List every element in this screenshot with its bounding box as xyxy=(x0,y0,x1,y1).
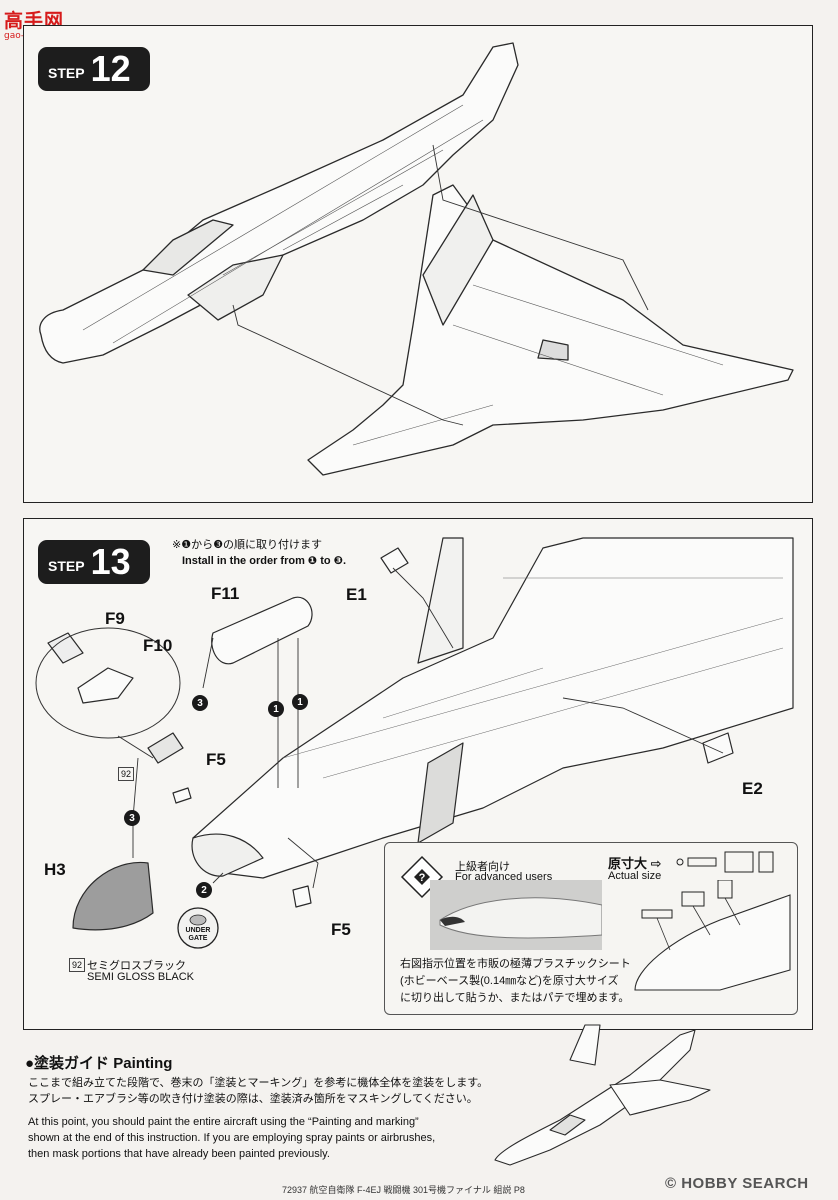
step13-number: 13 xyxy=(90,541,131,582)
order-mark: 1 xyxy=(292,694,308,710)
footer-text: 72937 航空自衛隊 F-4EJ 戦闘機 301号機ファイナル 組説 P8 xyxy=(282,1185,525,1195)
step13-illustration xyxy=(35,537,794,931)
advanced-text-line2: (ホビーベース製(0.14㎜など)を原寸大サイズ xyxy=(400,975,619,987)
part-label-f11: F11 xyxy=(211,584,240,603)
step13-note-en: Install in the order from ❶ to ❸. xyxy=(182,555,347,567)
actual-size-jp: 原寸大 ⇨ xyxy=(608,856,662,871)
step12-word: STEP xyxy=(48,65,85,81)
part-label-f5-bottom: F5 xyxy=(331,920,351,939)
order-mark: 2 xyxy=(196,882,212,898)
actual-size-shapes xyxy=(676,851,774,873)
color-code-92: 92 xyxy=(69,958,86,972)
part-label-h3: H3 xyxy=(44,860,66,879)
under-gate-line1: UNDER xyxy=(185,927,211,934)
actual-size-en: Actual size xyxy=(608,870,662,882)
part-label-e1: E1 xyxy=(346,585,367,604)
part-label-f9: F9 xyxy=(105,609,125,628)
under-gate-badge: UNDER GATE xyxy=(176,906,220,950)
advanced-text-line3: に切り出して貼うか、またはパテで埋めます。 xyxy=(400,992,630,1004)
order-mark: 3 xyxy=(124,810,140,826)
step12-illustration xyxy=(39,42,794,476)
nose-color-en: SEMI GLOSS BLACK xyxy=(87,971,194,983)
painting-en-line2: shown at the end of this instruction. If… xyxy=(28,1132,436,1144)
order-mark: 3 xyxy=(192,695,208,711)
painting-en-line3: then mask portions that have already bee… xyxy=(28,1148,330,1160)
nose-color-jp: セミグロスブラック xyxy=(87,960,186,972)
step13-badge: STEP 13 xyxy=(38,540,150,584)
painting-heading: ●塗装ガイド Painting xyxy=(25,1055,173,1072)
painting-jp-line2: スプレー・エアブラシ等の吹き付け塗装の際は、塗装済み箇所をマスキングしてください… xyxy=(28,1093,478,1105)
color-code-92: 92 xyxy=(118,767,135,781)
painting-en-line1: At this point, you should paint the enti… xyxy=(28,1116,419,1128)
part-label-f5-top: F5 xyxy=(206,750,226,769)
part-label-e2: E2 xyxy=(742,779,763,798)
part-label-f10: F10 xyxy=(143,636,173,655)
step13-note-jp: ※❶から❸の順に取り付けます xyxy=(172,539,322,551)
actual-size-diagram xyxy=(634,880,791,991)
step12-number: 12 xyxy=(90,48,131,89)
step13-word: STEP xyxy=(48,558,85,574)
order-mark: 1 xyxy=(268,701,284,717)
reference-photo-image xyxy=(430,880,602,950)
under-gate-icon xyxy=(177,907,219,949)
advanced-tag-jp: 上級者向け xyxy=(455,861,510,873)
under-gate-line2: GATE xyxy=(188,935,208,942)
advanced-text-line1: 右図指示位置を市販の極薄プラスチックシート xyxy=(400,958,631,970)
step12-badge: STEP 12 xyxy=(38,47,150,91)
reference-photo xyxy=(430,880,602,950)
footer-watermark: © HOBBY SEARCH xyxy=(665,1175,809,1192)
aircraft-illustration xyxy=(494,1024,711,1166)
svg-text:?: ? xyxy=(419,872,426,884)
painting-jp-line1: ここまで組み立てた段階で、巻末の「塗装とマーキング」を参考に機体全体を塗装をしま… xyxy=(28,1077,489,1089)
